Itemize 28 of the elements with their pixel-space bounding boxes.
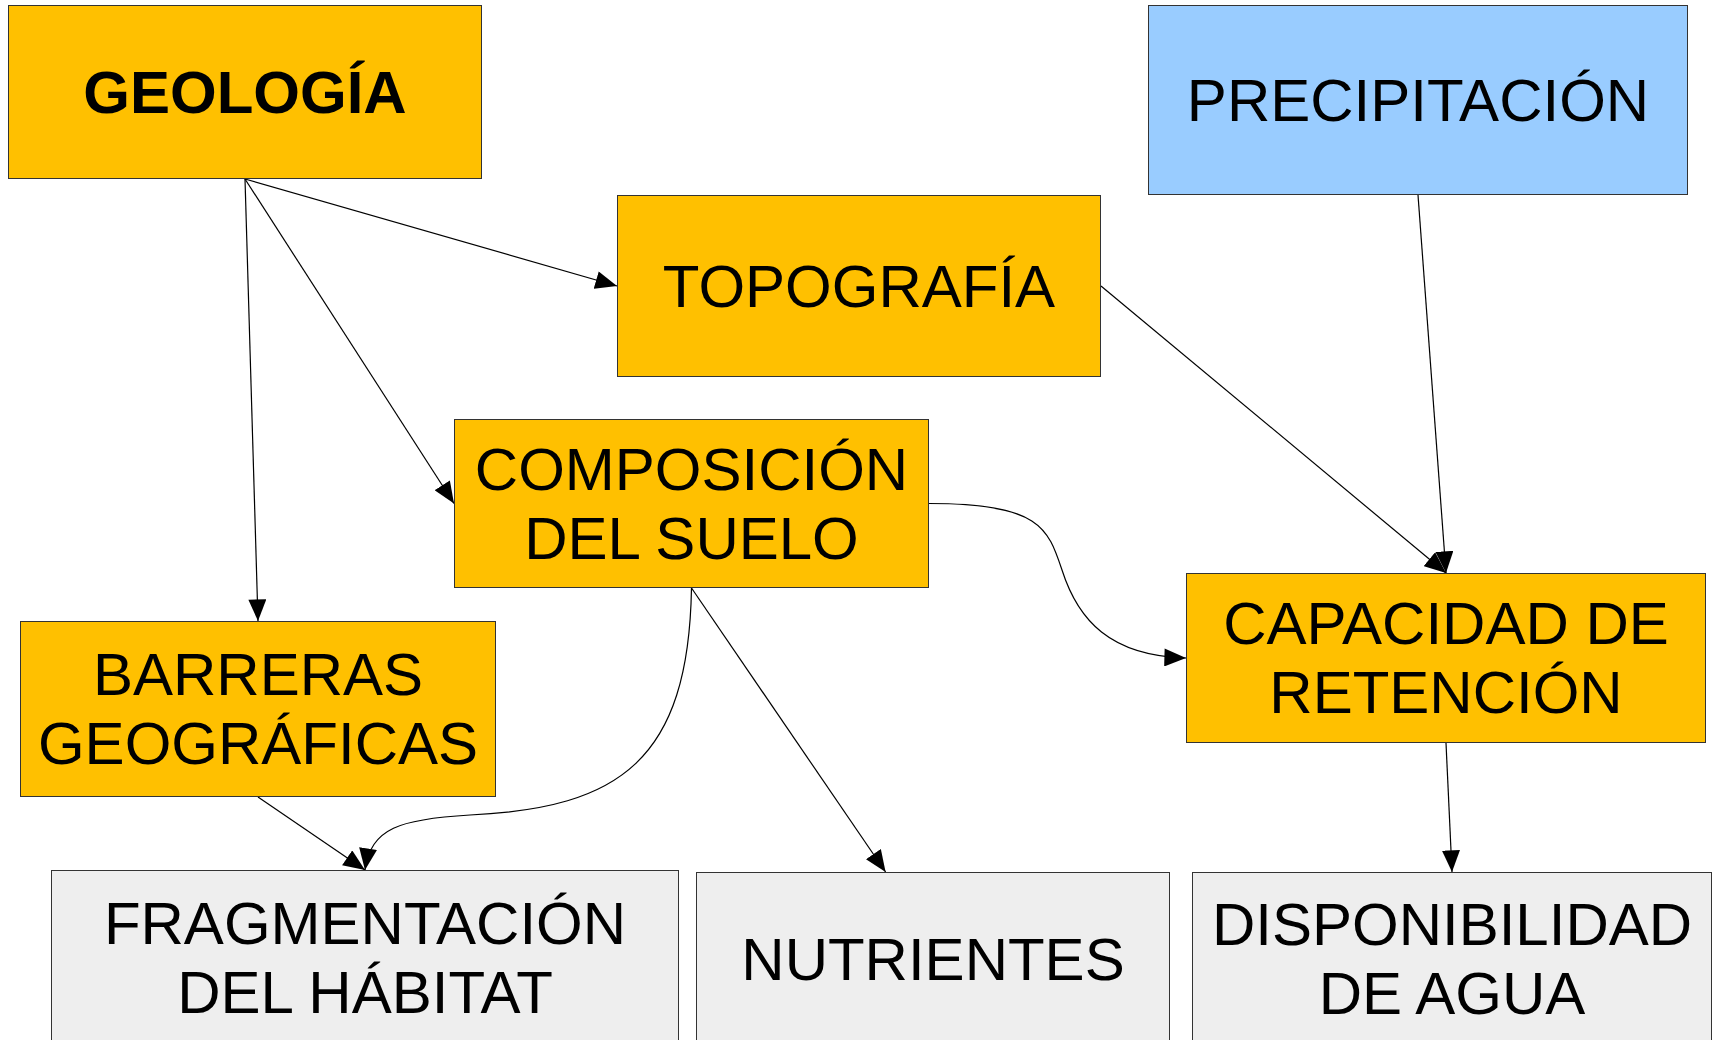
arrow [1442, 742, 1460, 873]
arrow [1100, 285, 1447, 574]
concept-box [696, 872, 1170, 1040]
arrow [360, 587, 693, 871]
box-label: BARRERAS GEOGRÁFICAS [36, 640, 480, 778]
concept-box [617, 195, 1101, 377]
arrow [244, 178, 267, 622]
box-label: TOPOGRAFÍA [662, 251, 1056, 321]
box-label: PRECIPITACIÓN [1186, 65, 1650, 135]
box-label: COMPOSICIÓN DEL SUELO [473, 434, 910, 573]
box-label: FRAGMENTACIÓN DEL HÁBITAT [102, 889, 628, 1027]
concept-box [1148, 5, 1688, 195]
concept-box [1186, 573, 1706, 743]
arrow [1417, 194, 1454, 574]
concept-box [454, 419, 929, 588]
arrow [257, 796, 366, 871]
arrow [244, 178, 618, 289]
arrow [690, 587, 887, 873]
box-label: DISPONIBILIDAD DE AGUA [1210, 890, 1694, 1028]
box-label: GEOLOGÍA [83, 57, 407, 127]
box-label: CAPACIDAD DE RETENCIÓN [1222, 589, 1670, 727]
concept-box [20, 621, 496, 797]
concept-box [8, 5, 482, 179]
arrow [244, 178, 455, 505]
concept-box [1192, 872, 1712, 1040]
concept-box [51, 870, 679, 1040]
arrow [928, 502, 1187, 666]
box-label: NUTRIENTES [741, 924, 1125, 994]
